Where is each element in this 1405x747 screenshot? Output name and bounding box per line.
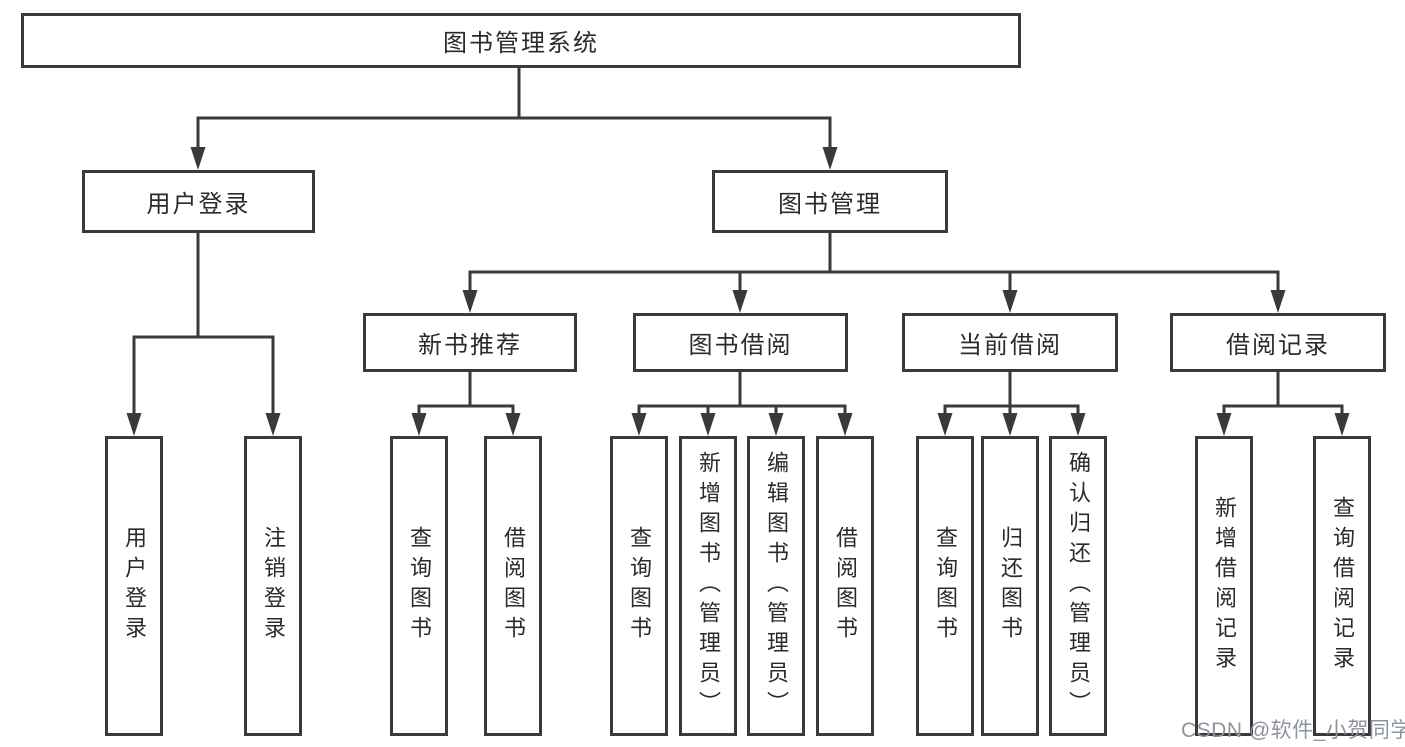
leaf-borrow-books: 借阅图书: [816, 436, 874, 736]
leaf-query-books-borrowing: 查询图书: [610, 436, 668, 736]
node-library-management-system: 图书管理系统: [21, 13, 1021, 68]
leaf-logout: 注销登录: [244, 436, 302, 736]
leaf-edit-books-admin: 编辑图书（管理员）: [747, 436, 805, 736]
node-label: 确认归还（管理员）: [1066, 451, 1091, 721]
leaf-add-books-admin: 新增图书（管理员）: [679, 436, 737, 736]
node-label: 查询图书: [933, 526, 958, 646]
node-label: 当前借阅: [958, 332, 1062, 359]
node-label: 用户登录: [122, 526, 147, 646]
node-label: 编辑图书（管理员）: [764, 451, 789, 721]
node-current-borrowing: 当前借阅: [902, 313, 1118, 372]
leaf-return-books: 归还图书: [981, 436, 1039, 736]
node-label: 新书推荐: [418, 332, 522, 359]
arrowheads: [126, 147, 1350, 436]
node-new-book-recommendation: 新书推荐: [363, 313, 577, 372]
node-label: 查询图书: [407, 526, 432, 646]
leaf-query-borrow-record: 查询借阅记录: [1313, 436, 1371, 736]
node-borrowing-records: 借阅记录: [1170, 313, 1386, 372]
leaf-borrow-books-recommend: 借阅图书: [484, 436, 542, 736]
node-label: 归还图书: [998, 526, 1023, 646]
node-label: 用户登录: [146, 191, 251, 218]
node-label: 新增图书（管理员）: [696, 451, 721, 721]
leaf-add-borrow-record: 新增借阅记录: [1195, 436, 1253, 736]
leaf-query-books-recommend: 查询图书: [390, 436, 448, 736]
node-label: 图书管理系统: [443, 30, 599, 57]
node-user-login: 用户登录: [82, 170, 315, 233]
node-label: 查询借阅记录: [1330, 496, 1355, 676]
node-book-borrowing: 图书借阅: [633, 313, 848, 372]
node-label: 借阅记录: [1226, 332, 1330, 359]
node-label: 借阅图书: [501, 526, 526, 646]
node-label: 图书借阅: [688, 332, 793, 359]
node-label: 借阅图书: [833, 526, 858, 646]
watermark: CSDN @软件_小贺同学: [1181, 719, 1405, 742]
node-label: 新增借阅记录: [1212, 496, 1237, 676]
node-label: 查询图书: [627, 526, 652, 646]
connector-paths: [132, 66, 1344, 418]
node-label: 注销登录: [261, 526, 286, 646]
leaf-query-books-current: 查询图书: [916, 436, 974, 736]
node-label: 图书管理: [778, 191, 882, 218]
leaf-user-login: 用户登录: [105, 436, 163, 736]
node-book-management: 图书管理: [712, 170, 948, 233]
leaf-confirm-return-admin: 确认归还（管理员）: [1049, 436, 1107, 736]
